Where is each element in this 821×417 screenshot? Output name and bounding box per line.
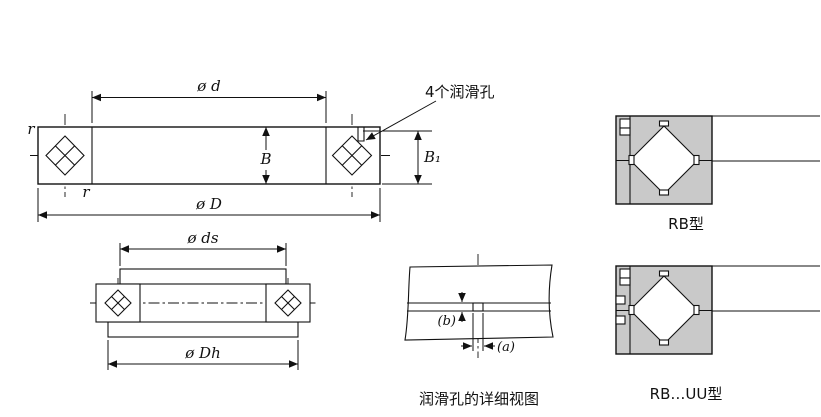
lube-holes-annotation: 4个润滑孔 <box>425 83 495 101</box>
phi-Dh-label: ø Dh <box>184 344 221 362</box>
spacer-notch-bottom <box>658 339 670 346</box>
main-cross-section-view: 4个润滑孔 ø d ø D B B₁ r r <box>27 77 495 222</box>
chamfer-r-top-label: r <box>27 120 35 138</box>
rb-uu-type-label: RB…UU型 <box>650 385 723 403</box>
lube-hole-detail-view: (b) (a) 润滑孔的详细视图 <box>404 254 554 408</box>
phi-d-label: ø d <box>196 77 220 95</box>
spacer-notch-top <box>658 270 670 277</box>
rb-ring-extension-lines <box>712 115 820 162</box>
B1-extension-lines <box>382 130 432 185</box>
mounting-left-roller-cross <box>111 296 125 310</box>
phi-d-extension-lines <box>91 91 327 123</box>
a-extension-lines <box>472 313 484 351</box>
rb-plug-lower <box>619 127 631 136</box>
rb-type-label: RB型 <box>668 215 704 233</box>
mounting-right-roller-cross <box>281 296 295 310</box>
rb-uu-ring-extension-lines <box>712 265 820 312</box>
rb-uu-roller-tip-spacers <box>628 270 700 346</box>
spacer-notch-right <box>693 154 700 166</box>
lubrication-hole-slot <box>357 127 365 142</box>
spacer-notch-top <box>658 120 670 127</box>
B1-label: B₁ <box>423 148 441 166</box>
left-roller-cross <box>54 145 76 166</box>
shaft-shoulder-plate <box>119 268 287 285</box>
a-label: (a) <box>497 340 515 355</box>
phi-ds-label: ø ds <box>186 229 218 247</box>
spacer-notch-left <box>628 304 635 316</box>
bearing-outer-profile <box>37 126 381 185</box>
spacer-notch-right <box>693 304 700 316</box>
rb-type-detail: RB型 <box>615 115 820 233</box>
phi-D-label: ø D <box>195 195 222 213</box>
B-label: B <box>259 150 271 168</box>
spacer-notch-left <box>628 154 635 166</box>
rb-uu-seal-upper <box>615 295 626 305</box>
rb-plug-upper <box>619 118 631 129</box>
spacer-notch-bottom <box>658 189 670 196</box>
rb-roller-tip-spacers <box>628 120 700 196</box>
mounting-cross-section-view: ø ds ø Dh <box>90 229 318 370</box>
rb-uu-seal-lower <box>615 315 626 325</box>
rb-uu-type-detail: RB…UU型 <box>615 265 820 403</box>
rb-uu-plug-lower <box>619 277 631 286</box>
chamfer-r-bottom-label: r <box>82 183 90 201</box>
right-roller-cross <box>341 145 363 166</box>
lube-hole-leader-line <box>365 100 437 141</box>
b-label: (b) <box>438 314 456 329</box>
lube-hole-opening <box>472 302 484 312</box>
rb-uu-plug-upper <box>619 268 631 279</box>
housing-shoulder-plate <box>107 321 299 338</box>
detail-view-caption: 润滑孔的详细视图 <box>419 390 539 408</box>
